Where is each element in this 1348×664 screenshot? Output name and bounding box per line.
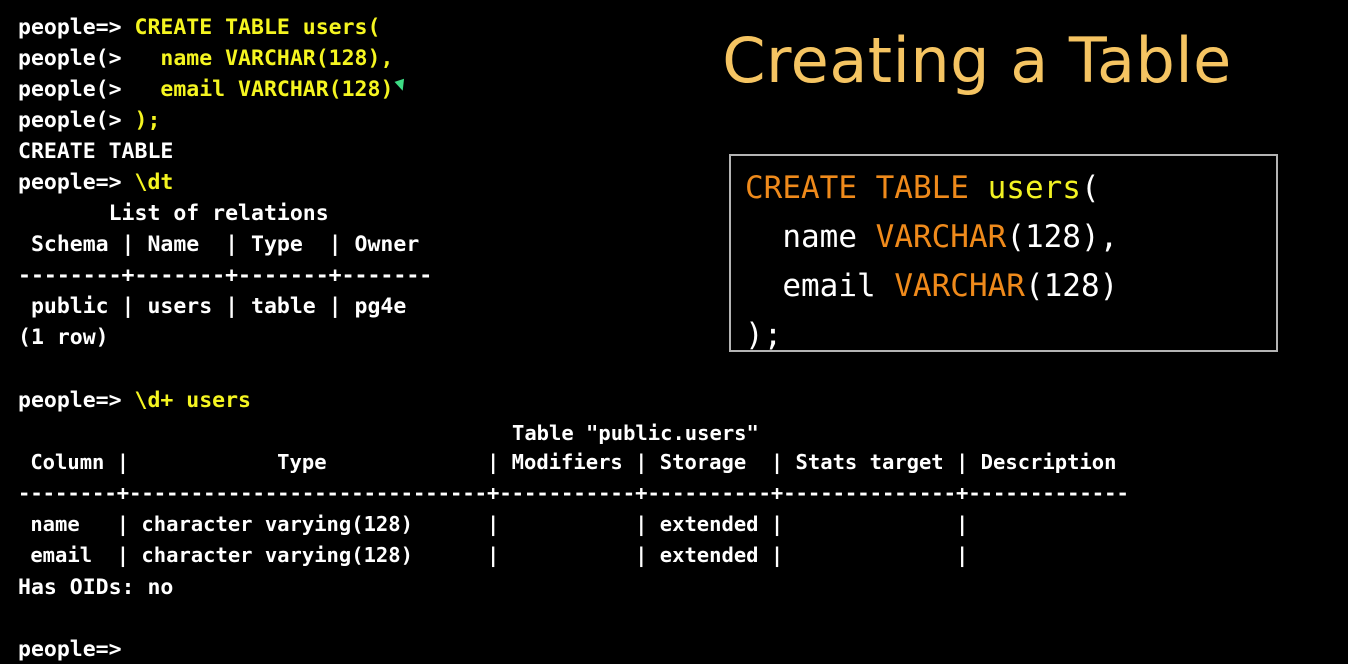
terminal-command-2: name VARCHAR(128), xyxy=(160,46,394,71)
code-keyword-create-table: CREATE TABLE xyxy=(745,170,988,206)
sql-code-callout: CREATE TABLE users( name VARCHAR(128), e… xyxy=(729,154,1278,353)
code-size-1: (128), xyxy=(1006,219,1119,255)
terminal-describe-command: people=> \d+ users xyxy=(18,385,251,416)
relations-row: public | users | table | pg4e xyxy=(18,294,407,319)
terminal-prompt-2: people(> xyxy=(18,46,161,71)
code-line-3: email VARCHAR(128) xyxy=(745,262,1276,311)
describe-column-headers: Column | Type | Modifiers | Storage | St… xyxy=(18,450,1129,474)
code-column-email: email xyxy=(782,268,895,304)
terminal-response-create-table: CREATE TABLE xyxy=(18,139,174,164)
describe-row-email: email | character varying(128) | | exten… xyxy=(18,543,1129,567)
terminal-command-4: ); xyxy=(134,108,161,133)
page-title: Creating a Table xyxy=(722,24,1232,97)
terminal-final-prompt: people=> xyxy=(18,637,122,662)
terminal-prompt-1: people=> xyxy=(18,15,135,40)
code-size-2: (128) xyxy=(1024,268,1119,304)
terminal-prompt-4: people(> xyxy=(18,108,135,133)
terminal-command-3: email VARCHAR(128) xyxy=(160,77,394,102)
code-identifier-users: users xyxy=(987,170,1081,206)
describe-row-name: name | character varying(128) | | extend… xyxy=(18,512,1129,536)
code-keyword-varchar-1: VARCHAR xyxy=(875,219,1007,255)
code-column-name: name xyxy=(782,219,876,255)
describe-table-title: Table "public.users" xyxy=(512,421,759,445)
terminal-command-describe: \d+ users xyxy=(134,388,252,413)
terminal-prompt-6: people=> xyxy=(18,388,135,413)
describe-table-output: Column | Type | Modifiers | Storage | St… xyxy=(18,447,1129,571)
relations-row-count: (1 row) xyxy=(18,325,109,350)
code-paren-open: ( xyxy=(1080,170,1100,206)
relations-separator: --------+-------+-------+------- xyxy=(18,263,433,288)
relations-header-title: List of relations xyxy=(18,201,329,226)
terminal-prompt-5: people=> xyxy=(18,170,135,195)
code-close-statement: ); xyxy=(745,317,783,353)
code-indent-2 xyxy=(745,219,782,255)
terminal-prompt-3: people(> xyxy=(18,77,161,102)
describe-has-oids: Has OIDs: no xyxy=(18,575,174,600)
terminal-top-block: people=> CREATE TABLE users( people(> na… xyxy=(18,12,432,353)
terminal-command-1: CREATE TABLE users( xyxy=(134,15,381,40)
code-line-4: ); xyxy=(745,311,1276,360)
describe-separator: --------+-----------------------------+-… xyxy=(18,481,1129,505)
code-line-2: name VARCHAR(128), xyxy=(745,213,1276,262)
terminal-command-dt: \dt xyxy=(134,170,174,195)
relations-column-headers: Schema | Name | Type | Owner xyxy=(18,232,433,257)
code-line-1: CREATE TABLE users( xyxy=(745,164,1276,213)
code-keyword-varchar-2: VARCHAR xyxy=(894,268,1025,304)
code-indent-3 xyxy=(745,268,782,304)
